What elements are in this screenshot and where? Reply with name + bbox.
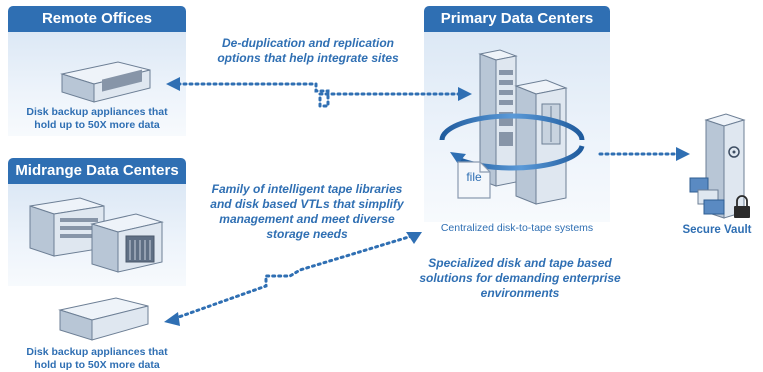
family-note-line1: Family of intelligent tape libraries	[211, 182, 403, 196]
dedup-note: De-duplication and replication options t…	[196, 36, 420, 66]
specialized-note: Specialized disk and tape based solution…	[400, 256, 640, 301]
midrange-caption-line2: hold up to 50X more data	[34, 359, 160, 371]
family-note: Family of intelligent tape libraries and…	[196, 182, 418, 242]
family-note-line2: and disk based VTLs that simplify	[210, 197, 404, 211]
family-note-line4: storage needs	[266, 227, 348, 241]
arrow-head-bottom-appliance	[164, 312, 180, 326]
specialized-note-line2: solutions for demanding enterprise	[419, 271, 621, 285]
arrow-head-primary-top	[458, 87, 472, 101]
midrange-title: Midrange Data Centers	[8, 158, 186, 184]
remote-caption-line1: Disk backup appliances that	[26, 106, 168, 118]
arrow-head-vault	[676, 147, 690, 161]
specialized-note-line3: environments	[480, 286, 560, 300]
vault-title: Secure Vault	[682, 224, 752, 236]
arrow-head-primary-bottom	[406, 232, 422, 244]
arrow-head-remote	[166, 77, 180, 91]
primary-tape-library-icon	[514, 79, 568, 205]
remote-appliance-icon	[60, 61, 151, 103]
midrange-caption-line1: Disk backup appliances that	[26, 346, 168, 358]
remote-caption-line2: hold up to 50X more data	[34, 119, 160, 131]
primary-title: Primary Data Centers	[424, 6, 610, 32]
file-icon	[457, 161, 491, 199]
midrange-tape-library-icon	[90, 213, 164, 273]
file-label: file	[466, 170, 482, 184]
vault-cartridges-icon	[689, 177, 725, 215]
bottom-appliance-icon	[58, 297, 149, 341]
midrange-caption: Disk backup appliances that hold up to 5…	[8, 346, 186, 372]
dedup-note-line1: De-duplication and replication	[221, 36, 394, 50]
connector-midrange-to-primary	[174, 234, 414, 320]
lock-icon	[734, 195, 750, 218]
remote-caption: Disk backup appliances that hold up to 5…	[8, 106, 186, 132]
specialized-note-line1: Specialized disk and tape based	[428, 256, 612, 270]
connector-remote-to-primary	[176, 82, 462, 108]
remote-offices-title: Remote Offices	[8, 6, 186, 32]
dedup-note-line2: options that help integrate sites	[217, 51, 399, 65]
primary-caption: Centralized disk-to-tape systems	[440, 222, 594, 234]
primary-rack-icon	[478, 49, 518, 187]
family-note-line3: management and meet diverse	[219, 212, 395, 226]
